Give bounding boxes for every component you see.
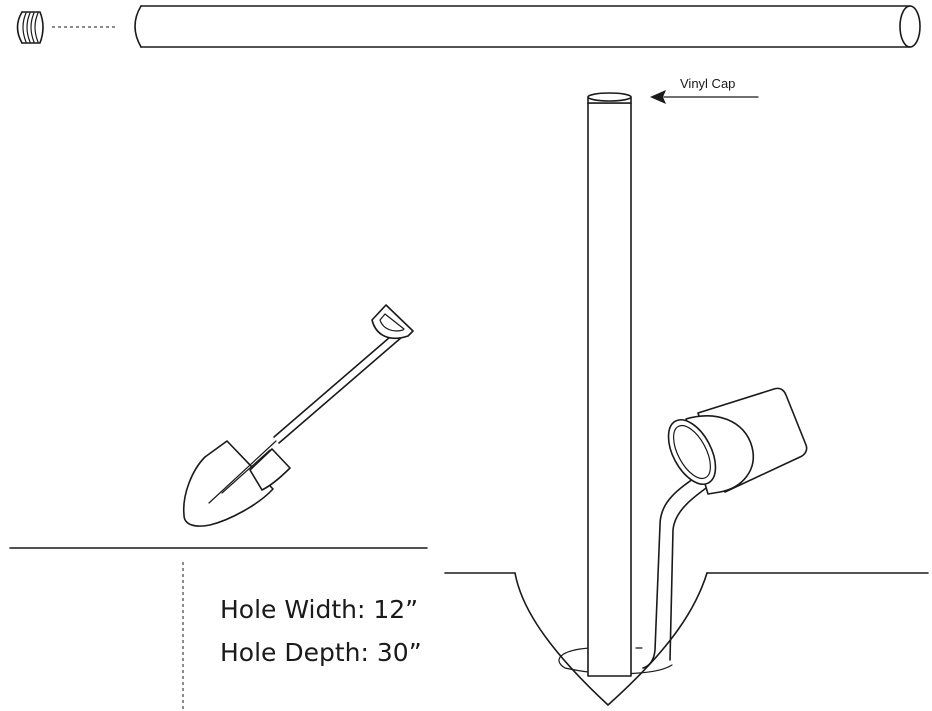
concrete-stream-edge [669,477,721,661]
hole-width-label: Hole Width: 12” [220,595,418,624]
vinyl-cap-icon [587,92,632,104]
shovel-icon [182,304,414,527]
post-hole [514,572,708,706]
loose-cap-icon [16,11,44,44]
arrow-left-icon [650,90,759,104]
hole-depth-label: Hole Depth: 30” [220,638,422,667]
concrete-pool [558,647,673,675]
vertical-post [587,102,643,677]
vinyl-cap-label: Vinyl Cap [680,76,735,91]
concrete-stream [642,469,707,669]
bucket-icon [667,387,808,495]
horizontal-post [134,5,921,48]
